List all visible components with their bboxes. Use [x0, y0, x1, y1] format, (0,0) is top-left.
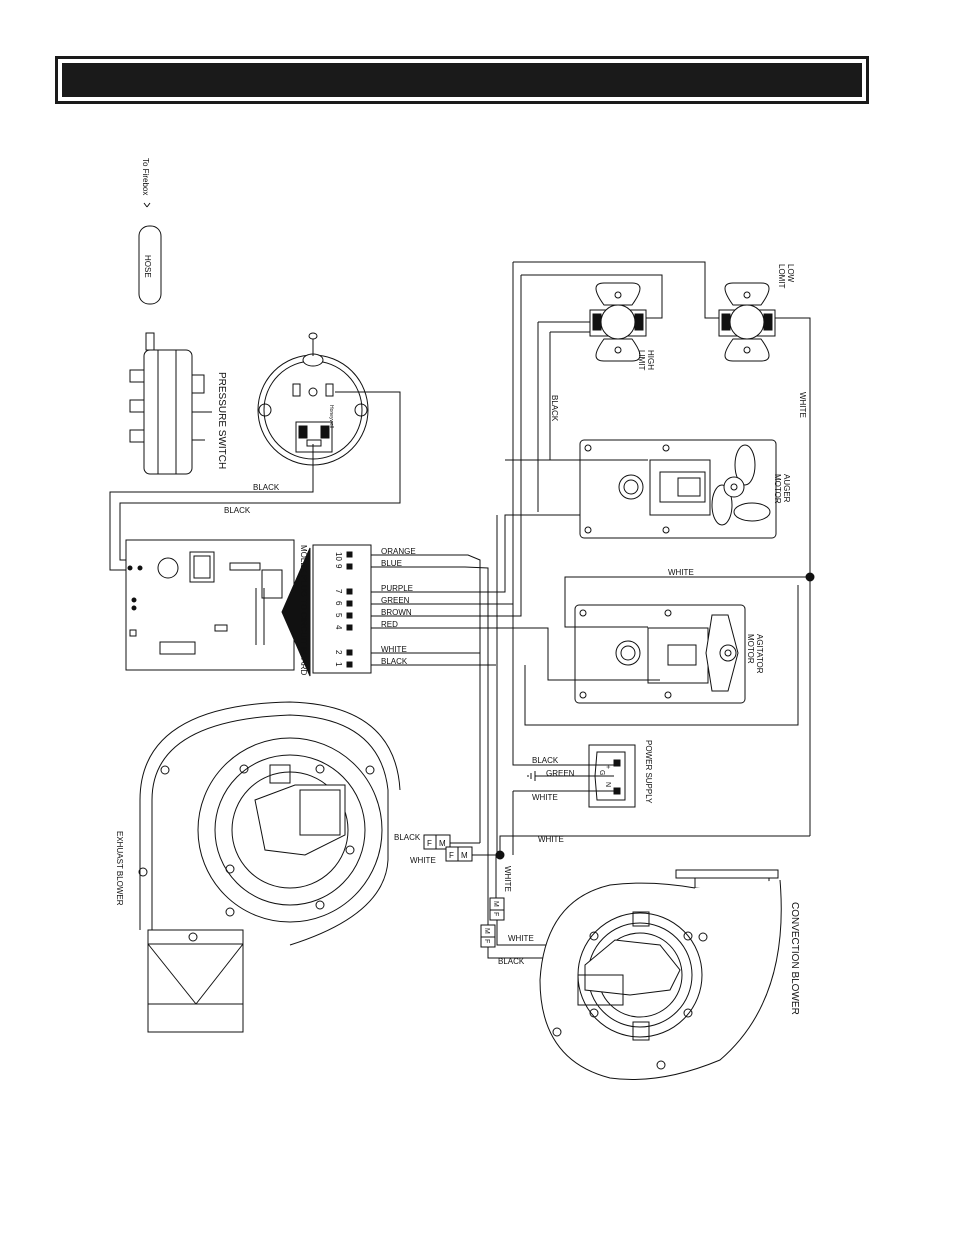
- auger-motor: AUGERMOTOR: [579, 439, 791, 539]
- junction-dot: [495, 850, 505, 860]
- wire-white-agitator: WHITE: [668, 568, 694, 577]
- auger-text-1: AUGER: [782, 474, 791, 503]
- conn-m-2: M: [461, 851, 468, 860]
- power-supply: + G N POWER SUPPLY: [588, 740, 653, 808]
- high-limit-text-1: HIGH: [646, 350, 655, 370]
- wire-black-ps2: BLACK: [224, 506, 251, 515]
- molex-wire-color: GREEN: [381, 596, 410, 605]
- conn-f-3: F: [492, 912, 499, 916]
- circuit-board: [125, 539, 295, 671]
- molex-pin: [346, 588, 353, 595]
- wire-ps-black: BLACK: [532, 756, 559, 765]
- auger-motor-label: AUGERMOTOR: [773, 474, 791, 504]
- conn-m-1: M: [439, 839, 446, 848]
- pressure-switch-side: PRESSURE SWITCH: [129, 332, 227, 475]
- molex-plug: [312, 544, 372, 674]
- agitator-motor-label: AGITATORMOTOR: [746, 634, 764, 674]
- wire-white-bus: WHITE: [538, 835, 564, 844]
- convection-blower-label: CONVECTION BLOWER: [789, 902, 800, 1015]
- conn-f-4: F: [483, 939, 490, 943]
- low-limit-text-1: LOW: [786, 264, 795, 283]
- molex-pin-number: 5: [334, 613, 343, 618]
- molex-pin-number: 10: [334, 552, 343, 561]
- low-limit-label: LOWLOMIT: [777, 264, 795, 289]
- molex-plug-label: MOLEX PLUG TO CIRCUIT BOARD: [299, 545, 308, 675]
- conn-f-1: F: [427, 839, 432, 848]
- wire-white-vert: WHITE: [503, 866, 512, 892]
- molex-pin-number: 2: [334, 650, 343, 655]
- molex-pin: [346, 563, 353, 570]
- molex-pin: [346, 624, 353, 631]
- wire-conv-black: BLACK: [498, 957, 525, 966]
- molex-wire-color: WHITE: [381, 645, 407, 654]
- molex-pin-number: 4: [334, 625, 343, 630]
- high-limit: HIGHLIMIT: [589, 282, 655, 371]
- molex-wire-color: BLACK: [381, 657, 408, 666]
- molex-pin-number: 7: [334, 589, 343, 594]
- hose-label: HOSE: [143, 255, 152, 278]
- auger-text-2: MOTOR: [773, 474, 782, 504]
- molex-pin-number: 9: [334, 564, 343, 569]
- molex-wire-color: ORANGE: [381, 547, 416, 556]
- agitator-text-1: AGITATOR: [755, 634, 764, 674]
- conn-f-2: F: [449, 851, 454, 860]
- exhaust-connector: F M F M: [423, 834, 473, 862]
- conn-m-4: M: [483, 928, 490, 934]
- wire-ps-white: WHITE: [532, 793, 558, 802]
- exhaust-blower: EXHUAST BLOWER: [115, 701, 401, 1033]
- wire-black-highlimit: BLACK: [550, 395, 559, 422]
- ground-icon: [527, 771, 536, 781]
- wire-exh-white: WHITE: [410, 856, 436, 865]
- wire-exh-black: BLACK: [394, 833, 421, 842]
- convection-blower: CONVECTION BLOWER: [539, 869, 800, 1080]
- wire-black-ps1: BLACK: [253, 483, 280, 492]
- wire-white-lowlimit: WHITE: [798, 392, 807, 418]
- agitator-text-2: MOTOR: [746, 634, 755, 664]
- high-limit-label: HIGHLIMIT: [637, 350, 655, 371]
- agitator-motor: AGITATORMOTOR: [574, 604, 764, 704]
- pin-n: N: [604, 782, 611, 787]
- molex-pin: [346, 600, 353, 607]
- pressure-switch-wires: [109, 391, 401, 571]
- molex-pin-number: 1: [334, 662, 343, 667]
- molex-wire-color: RED: [381, 620, 398, 629]
- power-supply-label: POWER SUPPLY: [644, 740, 653, 804]
- page-title: [62, 63, 862, 97]
- hose: To Firebox HOSE: [138, 158, 162, 305]
- main-wiring: [371, 261, 811, 925]
- conn-m-3: M: [492, 901, 499, 907]
- exhaust-blower-label: EXHUAST BLOWER: [115, 831, 124, 906]
- molex-pin: [346, 661, 353, 668]
- molex-arrow: [281, 547, 311, 677]
- honeywell-label: Honeywell: [328, 405, 334, 428]
- page-title-bar: [55, 56, 869, 104]
- pin-plus: +: [604, 765, 611, 769]
- molex-wire-color: BLUE: [381, 559, 402, 568]
- low-limit: LOWLOMIT: [718, 264, 795, 362]
- wire-ps-green: GREEN: [546, 769, 575, 778]
- molex-wire-color: PURPLE: [381, 584, 413, 593]
- molex-wire-color: BROWN: [381, 608, 412, 617]
- molex-pin-number: 6: [334, 601, 343, 606]
- molex-pins: 10 ORANGE 9 BLUE 7 PURPLE 6 GREEN 5 BROWN 4 RED 2 WHI…: [334, 547, 416, 668]
- pressure-switch-front: Honeywell: [257, 332, 369, 466]
- to-firebox-label: To Firebox: [141, 158, 150, 195]
- high-limit-text-2: LIMIT: [637, 350, 646, 371]
- junction-dot: [805, 572, 815, 582]
- molex-pin: [346, 551, 353, 558]
- low-limit-text-2: LOMIT: [777, 264, 786, 289]
- pin-g: G: [598, 770, 605, 775]
- molex-pin: [346, 649, 353, 656]
- pressure-switch-label: PRESSURE SWITCH: [216, 372, 227, 469]
- molex-pin: [346, 612, 353, 619]
- wire-conv-white: WHITE: [508, 934, 534, 943]
